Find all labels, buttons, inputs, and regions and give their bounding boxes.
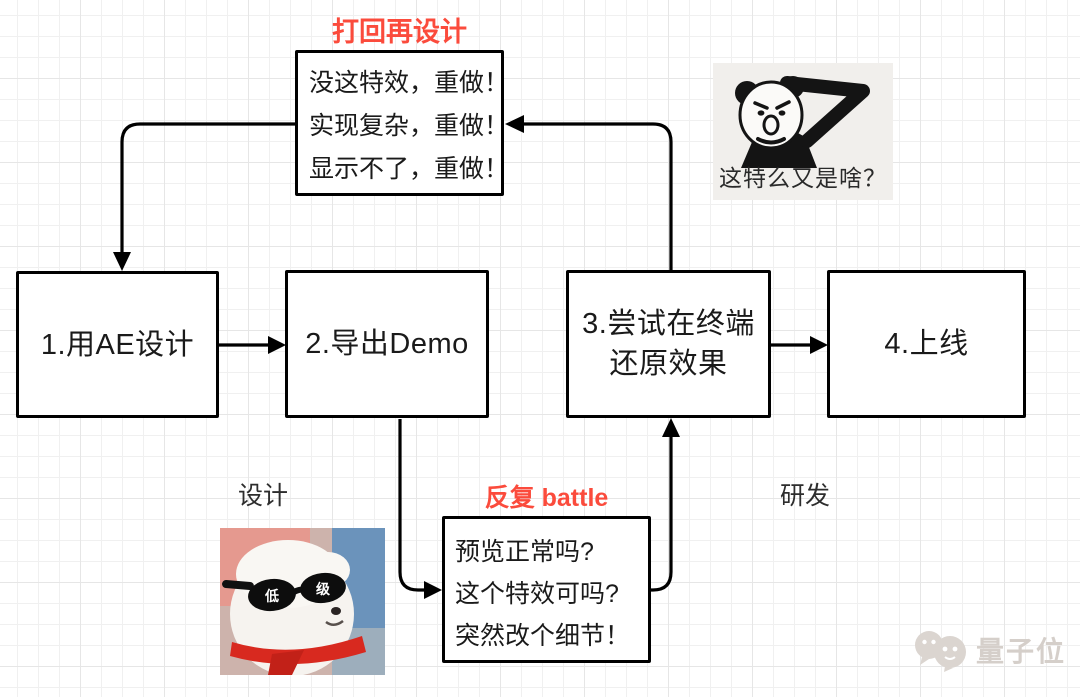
step1-label: 1.用AE设计 [40,328,195,361]
connector-step2-to-questions [398,419,442,599]
step1-box: 1.用AE设计 [16,271,219,418]
step2-label: 2.导出Demo [305,328,469,360]
redo-line: 实现复杂，重做！ [309,112,510,140]
watermark-text: 量子位 [976,636,1067,667]
panda-meme: 这特么又是啥？ [713,63,893,200]
connector-step3-to-step4 [771,336,828,354]
dog-meme: 低 级 [220,528,385,676]
connector-step3-to-redo [505,115,673,270]
redo-feedback-box: 没这特效，重做！ 实现复杂，重做！ 显示不了，重做！ [295,50,510,196]
question-line: 预览正常吗? [455,538,594,566]
question-line: 突然改个细节！ [455,622,631,650]
step3-box: 3.尝试在终端 还原效果 [566,270,771,418]
connector-redo-to-step1 [113,122,295,271]
dog-lens-left-text: 低 [264,588,279,604]
question-box: 预览正常吗? 这个特效可吗? 突然改个细节！ [442,516,651,663]
rnd-role-label: 研发 [780,482,831,510]
connector-step1-to-step2 [219,336,286,354]
redo-line: 没这特效，重做！ [309,69,510,97]
dog-meme-illustration: 低 级 [220,528,385,676]
step3-label-line2: 还原效果 [609,348,728,380]
design-role-label: 设计 [238,482,289,510]
question-line: 这个特效可吗? [455,580,619,608]
step3-label-line1: 3.尝试在终端 [582,308,755,340]
battle-label: 反复 battle [484,484,609,512]
dog-lens-right-text: 级 [316,581,331,597]
panda-meme-caption: 这特么又是啥？ [719,165,887,191]
qbitai-watermark: 量子位 [912,624,1077,676]
panda-meme-illustration [735,76,870,168]
chat-bubbles-icon [915,631,966,672]
redesign-label: 打回再设计 [332,17,467,47]
step4-box: 4.上线 [827,270,1026,418]
step4-label: 4.上线 [884,328,969,360]
step2-box: 2.导出Demo [285,270,489,418]
redo-line: 显示不了，重做！ [309,155,510,183]
connector-questions-to-step3 [651,418,680,592]
